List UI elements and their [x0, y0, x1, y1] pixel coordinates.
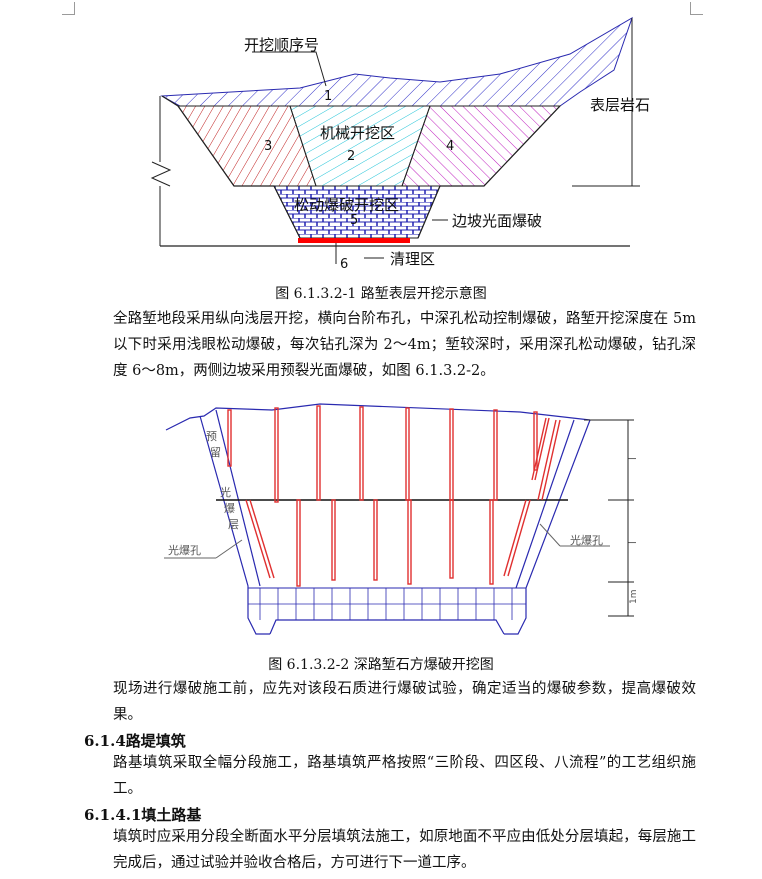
paragraph-3: 路基填筑采取全幅分段施工，路基填筑严格按照“三阶段、四区段、八流程”的工艺组织施…: [113, 755, 696, 797]
label-reserved-2: 留: [210, 446, 221, 459]
crop-mark-top-right: [690, 2, 703, 15]
label-hole-right: 光爆孔: [570, 533, 603, 547]
label-cleanup: 清理区: [390, 250, 435, 268]
dim-label-1: l: [628, 457, 639, 460]
zone-number-3: 3: [264, 139, 272, 154]
zone-6-cleanup: [298, 238, 410, 243]
dim-label-2: l: [628, 541, 639, 544]
label-smooth-layer-3: 层: [228, 518, 239, 531]
label-mechanical: 机械开挖区: [320, 124, 395, 142]
label-slope-blast: 边坡光面爆破: [452, 212, 542, 230]
zone-number-2: 2: [347, 149, 355, 164]
figure-1-caption: 图 6.1.3.2-1 路堑表层开挖示意图: [275, 286, 487, 302]
zone-number-5: 5: [350, 213, 358, 228]
label-reserved-1: 预: [206, 430, 217, 443]
label-smooth-layer-1: 光: [220, 485, 231, 499]
paragraph-2: 现场进行爆破施工前，应先对该段石质进行爆破试验，确定适当的爆破参数，提高爆破效果…: [113, 681, 696, 723]
zone-number-1: 1: [324, 89, 332, 104]
dim-label-3: 1m: [629, 590, 639, 605]
paragraph-1: 全路堑地段采用纵向浅层开挖，横向台阶布孔，中深孔松动控制爆破，路堑开挖深度在 5…: [113, 311, 696, 379]
label-sequence: 开挖顺序号: [244, 36, 319, 54]
label-loose-blast: 松动爆破开挖区: [294, 196, 399, 214]
section-heading-6-1-4-1: 6.1.4.1填土路基: [84, 806, 202, 824]
crop-mark-top-left: [62, 2, 75, 15]
zone-1: [160, 16, 633, 107]
label-hole-left: 光爆孔: [168, 543, 201, 557]
section-heading-6-1-4: 6.1.4路堤填筑: [84, 732, 186, 750]
zone-4: [401, 105, 562, 187]
figure-shallow-excavation: 开挖顺序号 表层岩石 机械开挖区 松动爆破开挖区 边坡光面爆破 清理区 1 2 …: [150, 16, 650, 272]
paragraph-4: 填筑时应采用分段全断面水平分层填筑法施工，如原地面不平应由低处分层填起，每层施工…: [113, 829, 696, 871]
label-smooth-layer-2: 爆: [224, 501, 235, 515]
label-surface-rock: 表层岩石: [590, 96, 650, 114]
zone-number-4: 4: [446, 139, 454, 154]
zone-number-6: 6: [340, 257, 348, 272]
figure-deep-cut-blasting: l l 1m 预 留 光 爆 层 光爆孔 光爆孔: [164, 403, 639, 635]
figure-2-caption: 图 6.1.3.2-2 深路堑石方爆破开挖图: [268, 657, 494, 673]
